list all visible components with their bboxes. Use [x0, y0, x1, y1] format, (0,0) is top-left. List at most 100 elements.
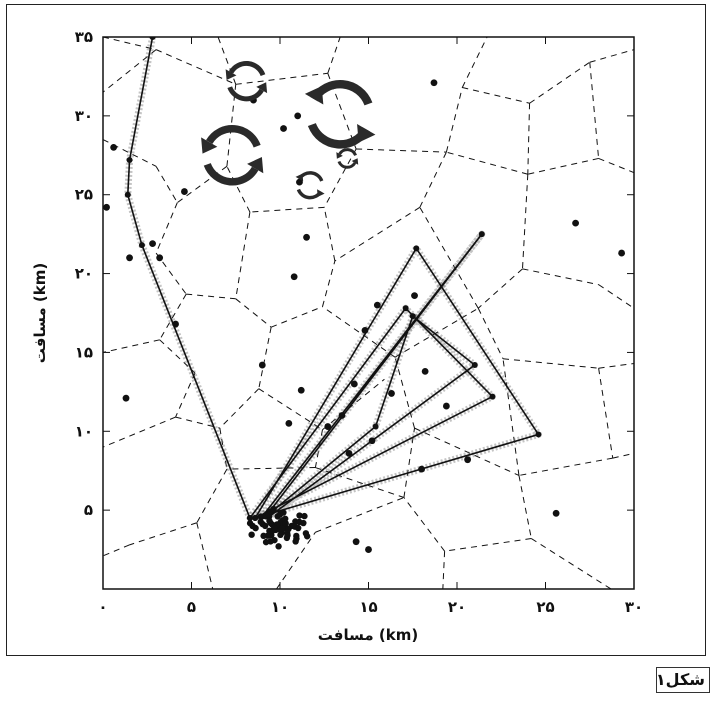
track-vertex	[372, 423, 379, 430]
station-point	[297, 386, 305, 394]
voronoi-edge	[103, 139, 157, 167]
track-vertex	[471, 362, 478, 369]
voronoi-edge	[462, 86, 530, 104]
voronoi-edge	[276, 531, 316, 589]
cluster-point	[277, 531, 284, 539]
x-tick-label: ۳۰	[625, 598, 643, 616]
voronoi-edge	[334, 206, 421, 262]
voronoi-edge	[159, 339, 196, 374]
rotation-arrowhead	[295, 173, 304, 182]
voronoi-edge	[529, 61, 591, 104]
rotation-arrowhead	[317, 189, 325, 197]
station-point	[572, 219, 579, 227]
rotation-arrowhead	[201, 137, 218, 154]
voronoi-edge	[527, 103, 531, 175]
y-tick-label: ۲۰	[75, 265, 93, 283]
x-tick-label: ۵	[187, 598, 196, 616]
voronoi-edge	[403, 428, 416, 498]
rotation-symbols	[201, 61, 376, 200]
cluster-point	[262, 538, 270, 546]
track-vertex	[124, 191, 131, 198]
cluster-point	[271, 524, 278, 532]
y-tick-label: ۱۰	[75, 422, 93, 440]
rotation-arc	[203, 162, 259, 186]
voronoi-edge	[356, 148, 447, 153]
rotation-arrowhead	[357, 124, 376, 143]
track-vertex	[252, 515, 259, 522]
station-point	[156, 254, 164, 262]
cluster-point	[266, 517, 273, 525]
rotation-arrowhead	[336, 152, 343, 159]
station-point	[122, 394, 130, 402]
station-point	[294, 112, 302, 120]
station-point	[258, 361, 266, 369]
x-tick-label: ۰	[98, 598, 107, 616]
voronoi-edge	[502, 358, 599, 369]
voronoi-edge	[323, 148, 357, 208]
station-point	[373, 301, 381, 309]
voronoi-edge	[414, 427, 520, 476]
voronoi-edge	[327, 37, 341, 74]
station-point	[181, 188, 188, 195]
track-vertex	[413, 245, 420, 252]
track-vertex	[535, 431, 542, 438]
cluster-point	[285, 525, 292, 533]
voronoi-edge	[103, 37, 157, 51]
cluster-point	[303, 533, 311, 540]
voronoi-edge	[322, 378, 385, 431]
rotation-arc	[227, 86, 264, 102]
voronoi-edge	[446, 151, 528, 175]
x-tick-label: ۲۵	[536, 598, 554, 616]
station-point	[338, 412, 346, 419]
track-vertex	[126, 157, 133, 164]
cluster-point	[270, 505, 277, 513]
cluster-point	[260, 532, 267, 540]
cluster-point	[266, 527, 273, 535]
rotation-arc	[338, 148, 357, 157]
voronoi-edge	[394, 357, 416, 429]
y-tick-label: ۱۵	[75, 343, 93, 361]
voronoi-edge	[175, 416, 220, 429]
voronoi-edge	[235, 298, 272, 328]
voronoi-edge	[196, 468, 228, 524]
voronoi-edge	[598, 368, 614, 459]
track-vertex	[402, 305, 409, 312]
voronoi-edge	[531, 538, 612, 589]
cluster-point	[257, 518, 264, 526]
voronoi-edge	[235, 72, 328, 85]
cluster-point	[300, 519, 307, 527]
voronoi-edge	[249, 206, 325, 213]
voronoi-edge	[155, 166, 178, 203]
figure-frame	[6, 4, 706, 656]
voronoi-edge	[518, 475, 532, 539]
rotation-arc	[228, 61, 266, 77]
track-vertex	[138, 242, 145, 249]
voronoi-edge	[419, 207, 479, 309]
voronoi-edge	[103, 339, 160, 353]
cluster-point	[294, 524, 302, 532]
y-tick-label: ۳۵	[75, 28, 93, 46]
station-point	[352, 538, 360, 546]
rotation-arc	[206, 125, 261, 148]
track-vertex	[489, 393, 496, 400]
voronoi-edge	[219, 428, 228, 470]
voronoi-edge	[186, 293, 236, 300]
cluster-point	[296, 512, 303, 519]
station-point	[350, 380, 358, 388]
voronoi-edge	[445, 87, 463, 153]
voronoi-edge	[521, 174, 529, 269]
voronoi-edge	[444, 538, 532, 552]
station-point	[103, 203, 110, 211]
voronoi-edge	[527, 157, 599, 175]
track-vertex	[409, 313, 416, 320]
voronoi-edge	[598, 362, 634, 369]
rotation-arrowhead	[225, 69, 237, 81]
station-point	[388, 390, 395, 397]
voronoi-edge	[103, 544, 130, 557]
station-point	[418, 465, 425, 473]
station-point	[365, 546, 372, 553]
figure-caption: شکل۱	[655, 670, 705, 689]
voronoi-edge	[612, 452, 634, 459]
